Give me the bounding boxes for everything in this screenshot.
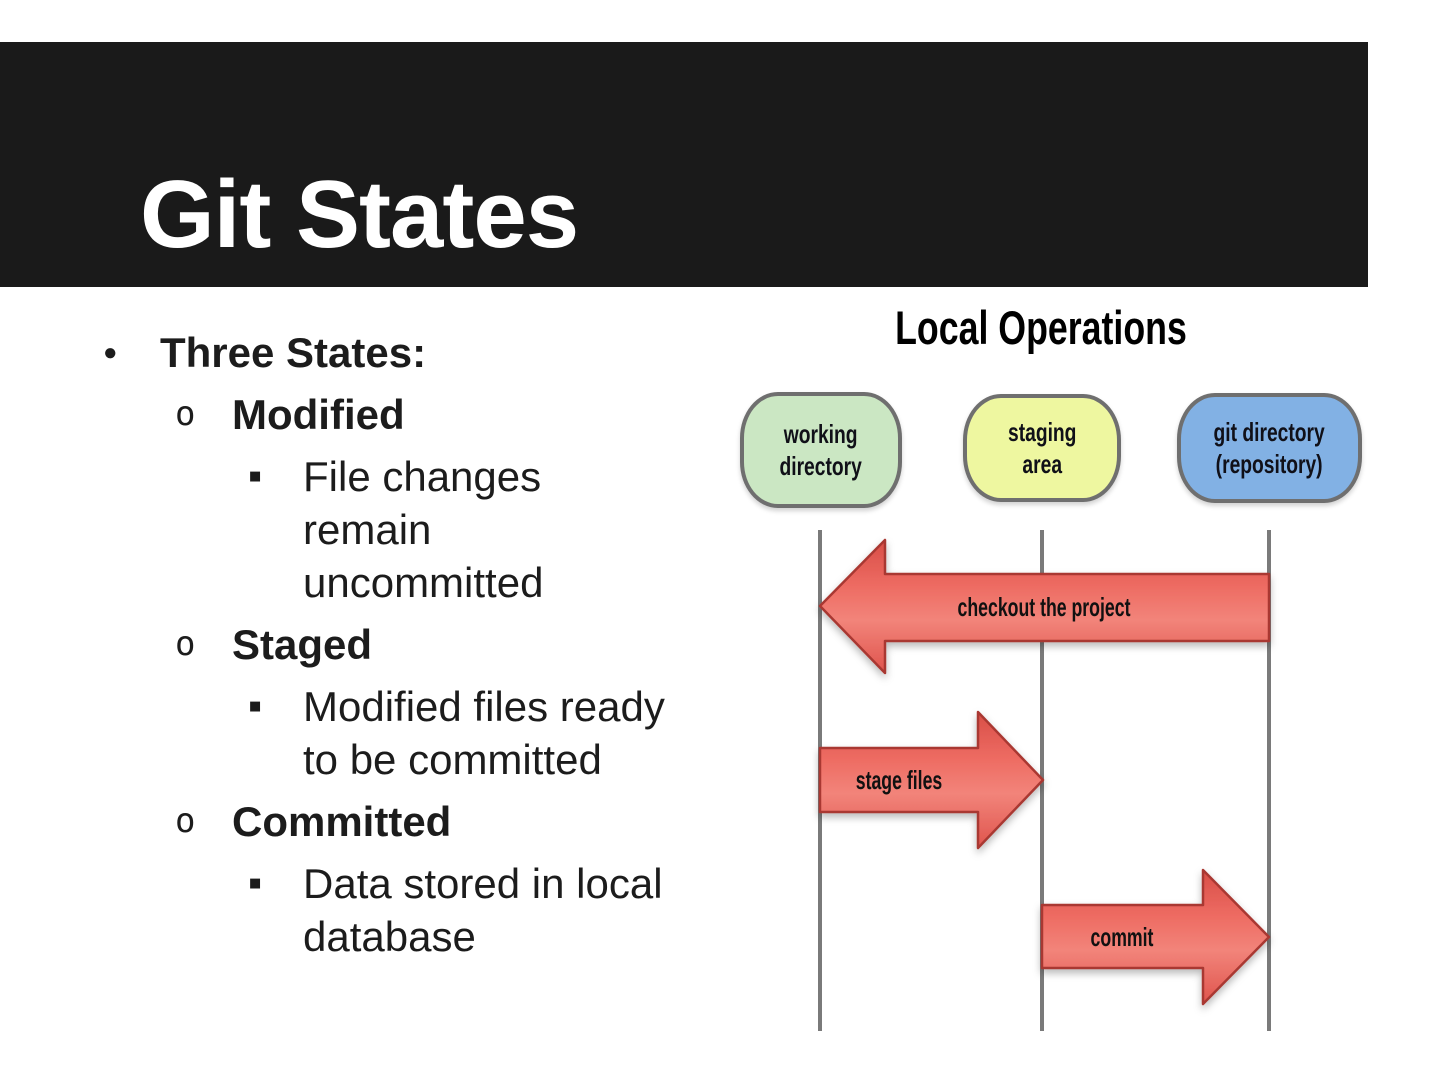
list-item-committed-detail: ▪ Data stored in local database [103,857,723,963]
list-item-text: Data stored in local database [303,860,663,960]
square-bullet-icon: ▪ [248,684,263,728]
node-label: working directory [779,418,863,482]
square-bullet-icon: ▪ [248,861,263,905]
node-staging-area: staging area [963,394,1121,502]
node-git-directory: git directory (repository) [1177,393,1362,503]
disc-bullet-icon: ● [103,339,118,366]
list-item-text: Modified [232,391,405,438]
node-label: staging area [1007,416,1077,480]
title-bar: Git States [0,42,1368,287]
diagram-title-text: Local Operations [895,301,1187,354]
circle-bullet-icon: o [175,801,196,841]
circle-bullet-icon: o [175,394,196,434]
arrow-label-checkout: checkout the project [957,592,1131,622]
node-label: git directory (repository) [1213,416,1326,480]
arrow-label-commit: commit [1090,922,1154,952]
list-item-text: Three States: [160,329,427,376]
slide-title: Git States [140,161,579,268]
square-bullet-icon: ▪ [248,454,263,498]
bullet-list: ● Three States: o Modified ▪ File change… [103,326,723,972]
list-item-text: File changes remain uncommitted [303,453,544,606]
list-item-text: Modified files ready to be committed [303,683,665,783]
node-working-directory: working directory [740,392,902,508]
list-item-modified-detail: ▪ File changes remain uncommitted [103,450,723,609]
list-item-text: Committed [232,798,452,845]
arrow-label-stage-files: stage files [855,765,943,795]
list-item-modified: o Modified [103,388,723,441]
list-item-text: Staged [232,621,373,668]
list-item-three-states: ● Three States: [103,326,723,379]
list-item-committed: o Committed [103,795,723,848]
diagram-title: Local Operations [791,301,1291,354]
circle-bullet-icon: o [175,624,196,664]
list-item-staged-detail: ▪ Modified files ready to be committed [103,680,723,786]
list-item-staged: o Staged [103,618,723,671]
